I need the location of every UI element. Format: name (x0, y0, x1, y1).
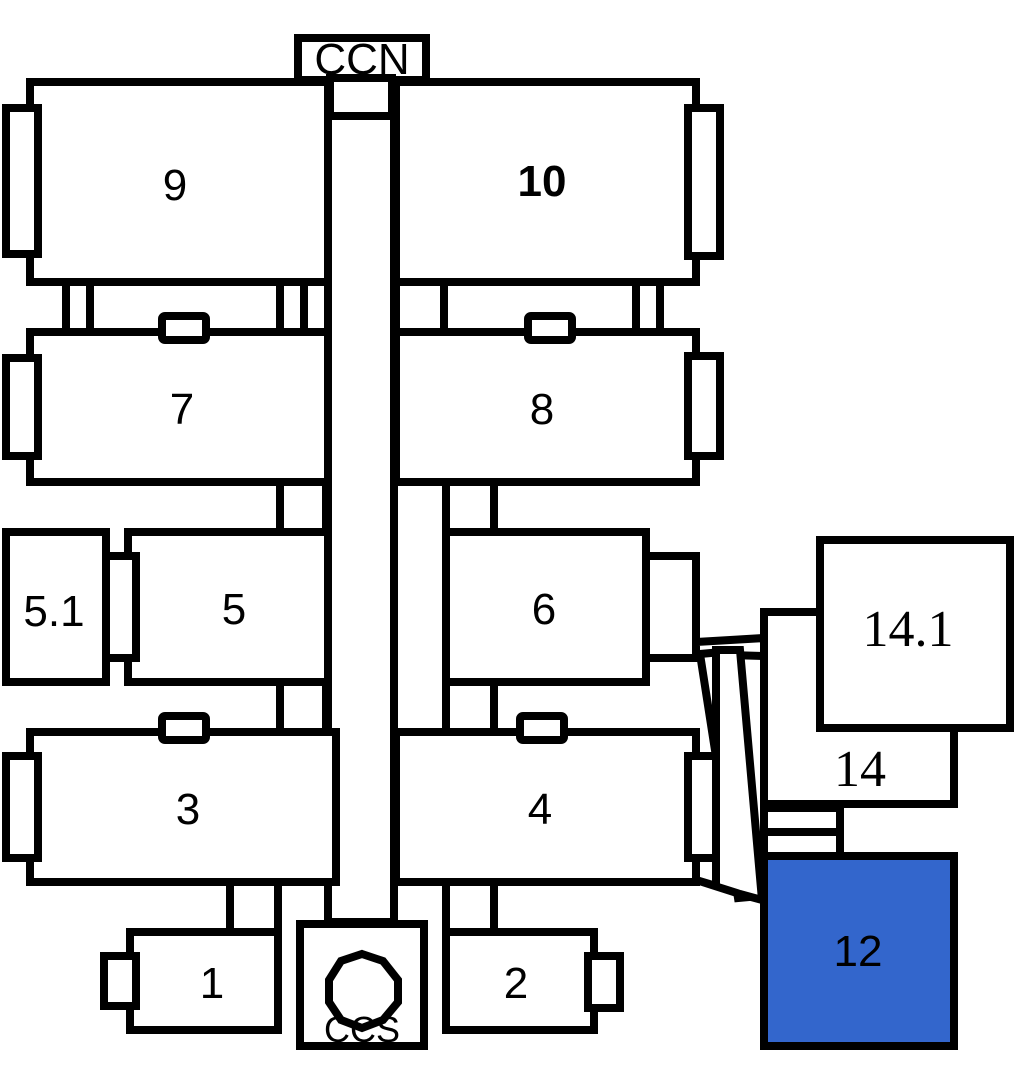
link-6-4 (442, 678, 498, 738)
module-4 (392, 728, 700, 886)
module-5-label: 5 (222, 585, 246, 634)
link-9-7-b (276, 278, 308, 338)
module-6 (442, 528, 650, 686)
module-12-highlighted (760, 852, 958, 1050)
link-4-2 (442, 878, 498, 938)
module-9-label: 9 (163, 161, 187, 210)
module-10-side-connector (684, 104, 724, 260)
module-3-top-connector (158, 712, 210, 744)
module-10-label: 10 (518, 157, 567, 206)
module-2-side-connector (584, 952, 624, 1012)
module-8-label: 8 (530, 385, 554, 434)
module-10 (392, 78, 700, 286)
module-6-label: 6 (532, 585, 556, 634)
module-1-side-connector (100, 952, 140, 1010)
module-9 (26, 78, 332, 286)
module-5-side-connector (102, 552, 140, 662)
module-7-top-connector (158, 312, 210, 344)
link-10-8-b (632, 278, 664, 338)
harness-4-12 (694, 646, 767, 906)
module-9-side-connector (2, 104, 42, 258)
link-8-6 (442, 478, 498, 538)
heptagon-icon (325, 949, 402, 1033)
module-5-1-label: 5.1 (23, 587, 84, 636)
module-12-label: 12 (834, 927, 883, 976)
module-3 (26, 728, 340, 886)
module-3-side-connector (2, 752, 42, 862)
module-14-label: 14 (834, 741, 886, 798)
link-3-1 (226, 878, 282, 938)
module-7-side-connector (2, 354, 42, 460)
module-6-side-connector (642, 552, 700, 662)
link-5-3 (276, 678, 330, 738)
module-8-side-connector (684, 352, 724, 460)
module-3-label: 3 (176, 785, 200, 834)
module-7-label: 7 (170, 385, 194, 434)
module-8 (392, 328, 700, 486)
module-4-label: 4 (528, 785, 552, 834)
ccs-label: CCS (324, 1009, 400, 1050)
link-9-7-a (62, 278, 94, 338)
ccn-label: CCN (314, 35, 409, 84)
module-1-label: 1 (200, 959, 224, 1008)
module-14-1 (816, 536, 1014, 732)
module-1 (126, 928, 282, 1034)
link-10-8-a (392, 278, 448, 338)
module-14-1-label: 14.1 (863, 601, 954, 658)
link-7-5 (276, 478, 330, 538)
module-8-top-connector (524, 312, 576, 344)
module-4-top-connector (516, 712, 568, 744)
module-2-label: 2 (504, 959, 528, 1008)
module-5-1 (2, 528, 110, 686)
